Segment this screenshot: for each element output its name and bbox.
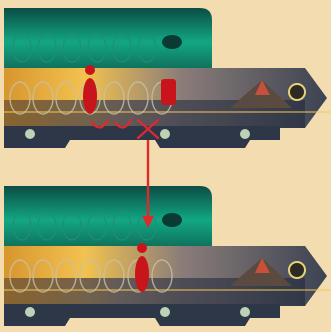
coin-icon [289, 262, 305, 278]
board-before-art [0, 0, 331, 150]
laurel-icon [25, 129, 35, 139]
board-after-art [0, 178, 331, 328]
board-after [0, 178, 331, 328]
cube-icon [161, 79, 176, 105]
coin-icon [289, 84, 305, 100]
laurel-icon [25, 307, 35, 317]
board-before [0, 0, 331, 150]
